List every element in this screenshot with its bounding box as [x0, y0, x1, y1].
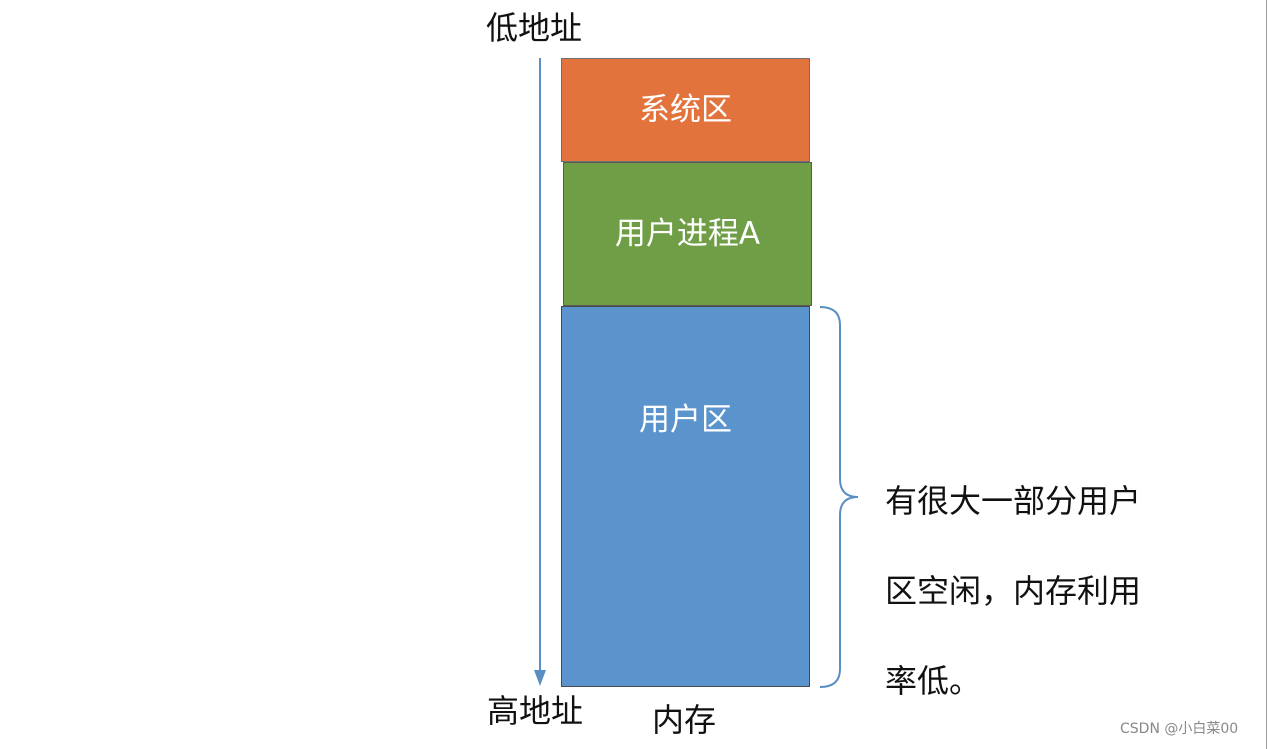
user-area-block: 用户区	[561, 306, 810, 687]
user-process-a-block: 用户进程A	[563, 162, 812, 306]
annotation-text: 有很大一部分用户 区空闲，内存利用 率低。	[885, 434, 1185, 749]
right-brace	[819, 306, 859, 688]
system-area-label: 系统区	[639, 91, 732, 128]
low-address-label: 低地址	[486, 9, 583, 47]
watermark: CSDN @小白菜00	[1120, 721, 1239, 737]
annotation-line: 有很大一部分用户	[885, 482, 1142, 520]
high-address-label: 高地址	[487, 692, 584, 730]
user-process-a-label: 用户进程A	[614, 215, 761, 252]
address-direction-arrow	[534, 58, 546, 686]
system-area-block: 系统区	[561, 58, 810, 162]
user-area-label: 用户区	[639, 402, 732, 438]
window-edge	[1266, 0, 1267, 749]
annotation-line: 率低。	[885, 662, 982, 700]
memory-label: 内存	[652, 701, 717, 739]
annotation-line: 区空闲，内存利用	[885, 572, 1142, 610]
